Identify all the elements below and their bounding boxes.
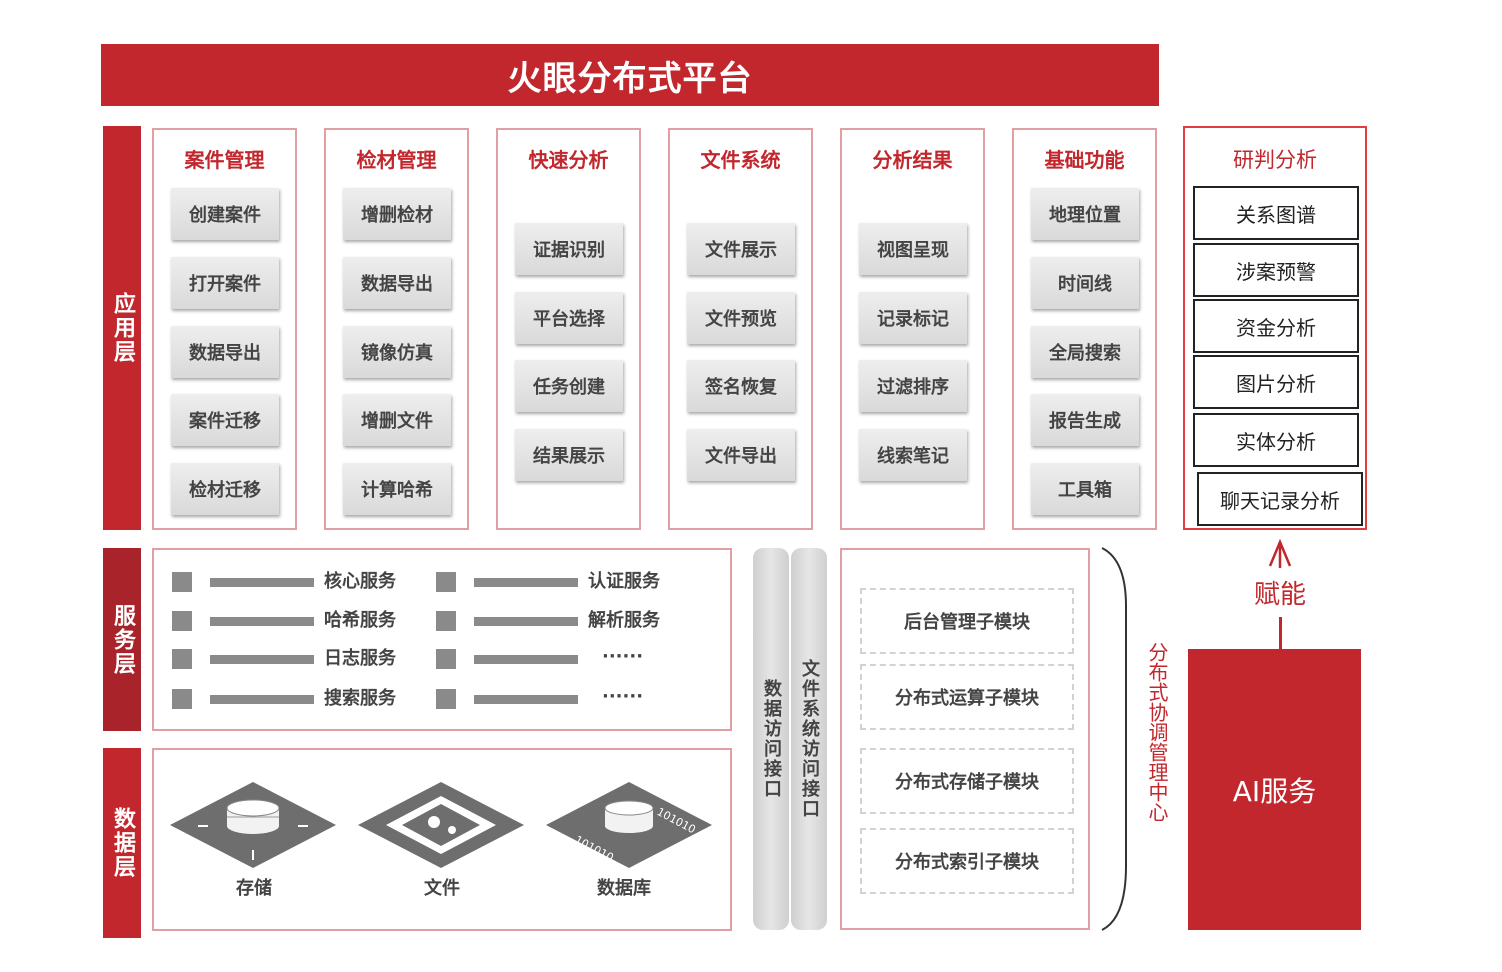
service-bar (210, 695, 314, 704)
service-bar (474, 617, 578, 626)
function-button[interactable]: 镜像仿真 (343, 326, 451, 378)
function-button[interactable]: 结果展示 (515, 429, 623, 481)
app-column-case-management: 案件管理 创建案件 打开案件 数据导出 案件迁移 检材迁移 (152, 128, 297, 530)
function-button[interactable]: 检材迁移 (171, 463, 279, 515)
module-item: 后台管理子模块 (860, 588, 1074, 654)
app-column-analysis-results: 分析结果 视图呈现 记录标记 过滤排序 线索笔记 (840, 128, 985, 530)
layer-label-app: 应用层 (103, 126, 141, 530)
yanpan-item[interactable]: 聊天记录分析 (1197, 472, 1363, 526)
yanpan-item[interactable]: 实体分析 (1193, 413, 1359, 467)
data-label: 存储 (236, 878, 272, 899)
function-button[interactable]: 增删检材 (343, 188, 451, 240)
function-button[interactable]: 报告生成 (1031, 394, 1139, 446)
data-label: 文件 (424, 878, 460, 899)
empower-arrow-icon (1264, 538, 1296, 568)
service-bar (210, 578, 314, 587)
service-square-icon (436, 689, 456, 709)
service-label: 核心服务 (324, 571, 396, 592)
function-button[interactable]: 时间线 (1031, 257, 1139, 309)
service-bar (474, 655, 578, 664)
service-label: ······ (602, 686, 644, 707)
service-label: 解析服务 (588, 610, 660, 631)
file-icon (356, 780, 526, 870)
data-access-interface: 数据访问接口 (753, 548, 789, 930)
service-label: 日志服务 (324, 648, 396, 669)
yanpan-item[interactable]: 关系图谱 (1193, 186, 1359, 240)
empower-label: 赋能 (1253, 580, 1306, 610)
app-column-basic-functions: 基础功能 地理位置 时间线 全局搜索 报告生成 工具箱 (1012, 128, 1157, 530)
service-square-icon (172, 611, 192, 631)
app-column-file-system: 文件系统 文件展示 文件预览 签名恢复 文件导出 (668, 128, 813, 530)
service-bar (474, 578, 578, 587)
service-square-icon (172, 689, 192, 709)
filesystem-access-interface: 文件系统访问接口 (791, 548, 827, 930)
platform-title: 火眼分布式平台 (101, 44, 1159, 106)
brace-icon (1098, 546, 1134, 932)
function-button[interactable]: 文件预览 (687, 292, 795, 344)
function-button[interactable]: 打开案件 (171, 257, 279, 309)
yanpan-item[interactable]: 资金分析 (1193, 299, 1359, 353)
service-square-icon (436, 611, 456, 631)
module-item: 分布式运算子模块 (860, 664, 1074, 730)
yanpan-panel: 研判分析 关系图谱 涉案预警 资金分析 图片分析 实体分析 聊天记录分析 (1183, 126, 1367, 530)
yanpan-item[interactable]: 图片分析 (1193, 355, 1359, 409)
service-label: 认证服务 (588, 571, 660, 592)
function-button[interactable]: 文件导出 (687, 429, 795, 481)
empower-connector (1279, 617, 1282, 649)
function-button[interactable]: 平台选择 (515, 292, 623, 344)
function-button[interactable]: 数据导出 (343, 257, 451, 309)
function-button[interactable]: 地理位置 (1031, 188, 1139, 240)
modules-box: 后台管理子模块 分布式运算子模块 分布式存储子模块 分布式索引子模块 (840, 548, 1090, 930)
function-button[interactable]: 创建案件 (171, 188, 279, 240)
service-bar (210, 655, 314, 664)
service-label: ······ (602, 646, 644, 667)
service-label: 哈希服务 (324, 610, 396, 631)
data-label: 数据库 (597, 878, 651, 899)
data-layer-box: 存储 文件 101010 101010 数据库 (152, 748, 732, 931)
module-item: 分布式存储子模块 (860, 748, 1074, 814)
database-icon: 101010 101010 (544, 780, 714, 870)
service-square-icon (436, 649, 456, 669)
function-button[interactable]: 文件展示 (687, 223, 795, 275)
function-button[interactable]: 数据导出 (171, 326, 279, 378)
function-button[interactable]: 签名恢复 (687, 360, 795, 412)
function-button[interactable]: 证据识别 (515, 223, 623, 275)
service-square-icon (436, 572, 456, 592)
function-button[interactable]: 计算哈希 (343, 463, 451, 515)
column-title: 检材管理 (356, 148, 437, 172)
function-button[interactable]: 增删文件 (343, 394, 451, 446)
layer-label-data: 数据层 (103, 748, 141, 938)
yanpan-title: 研判分析 (1233, 148, 1317, 172)
function-button[interactable]: 任务创建 (515, 360, 623, 412)
storage-icon (168, 780, 338, 870)
function-button[interactable]: 记录标记 (859, 292, 967, 344)
column-title: 基础功能 (1044, 148, 1125, 172)
service-bar (474, 695, 578, 704)
service-square-icon (172, 572, 192, 592)
module-item: 分布式索引子模块 (860, 828, 1074, 894)
column-title: 案件管理 (184, 148, 265, 172)
app-column-evidence-management: 检材管理 增删检材 数据导出 镜像仿真 增删文件 计算哈希 (324, 128, 469, 530)
column-title: 文件系统 (700, 148, 781, 172)
layer-label-service: 服务层 (103, 548, 141, 731)
service-square-icon (172, 649, 192, 669)
function-button[interactable]: 案件迁移 (171, 394, 279, 446)
service-bar (210, 617, 314, 626)
app-column-quick-analysis: 快速分析 证据识别 平台选择 任务创建 结果展示 (496, 128, 641, 530)
function-button[interactable]: 视图呈现 (859, 223, 967, 275)
service-label: 搜索服务 (324, 688, 396, 709)
column-title: 快速分析 (528, 148, 609, 172)
service-layer-box: 核心服务 哈希服务 日志服务 搜索服务 认证服务 解析服务 ······ ···… (152, 548, 732, 731)
function-button[interactable]: 全局搜索 (1031, 326, 1139, 378)
coord-center-label: 分布式协调管理中心 (1145, 642, 1169, 822)
column-title: 分析结果 (872, 148, 953, 172)
ai-service-block: AI服务 (1188, 649, 1361, 930)
function-button[interactable]: 过滤排序 (859, 360, 967, 412)
function-button[interactable]: 工具箱 (1031, 463, 1139, 515)
yanpan-item[interactable]: 涉案预警 (1193, 243, 1359, 297)
function-button[interactable]: 线索笔记 (859, 429, 967, 481)
